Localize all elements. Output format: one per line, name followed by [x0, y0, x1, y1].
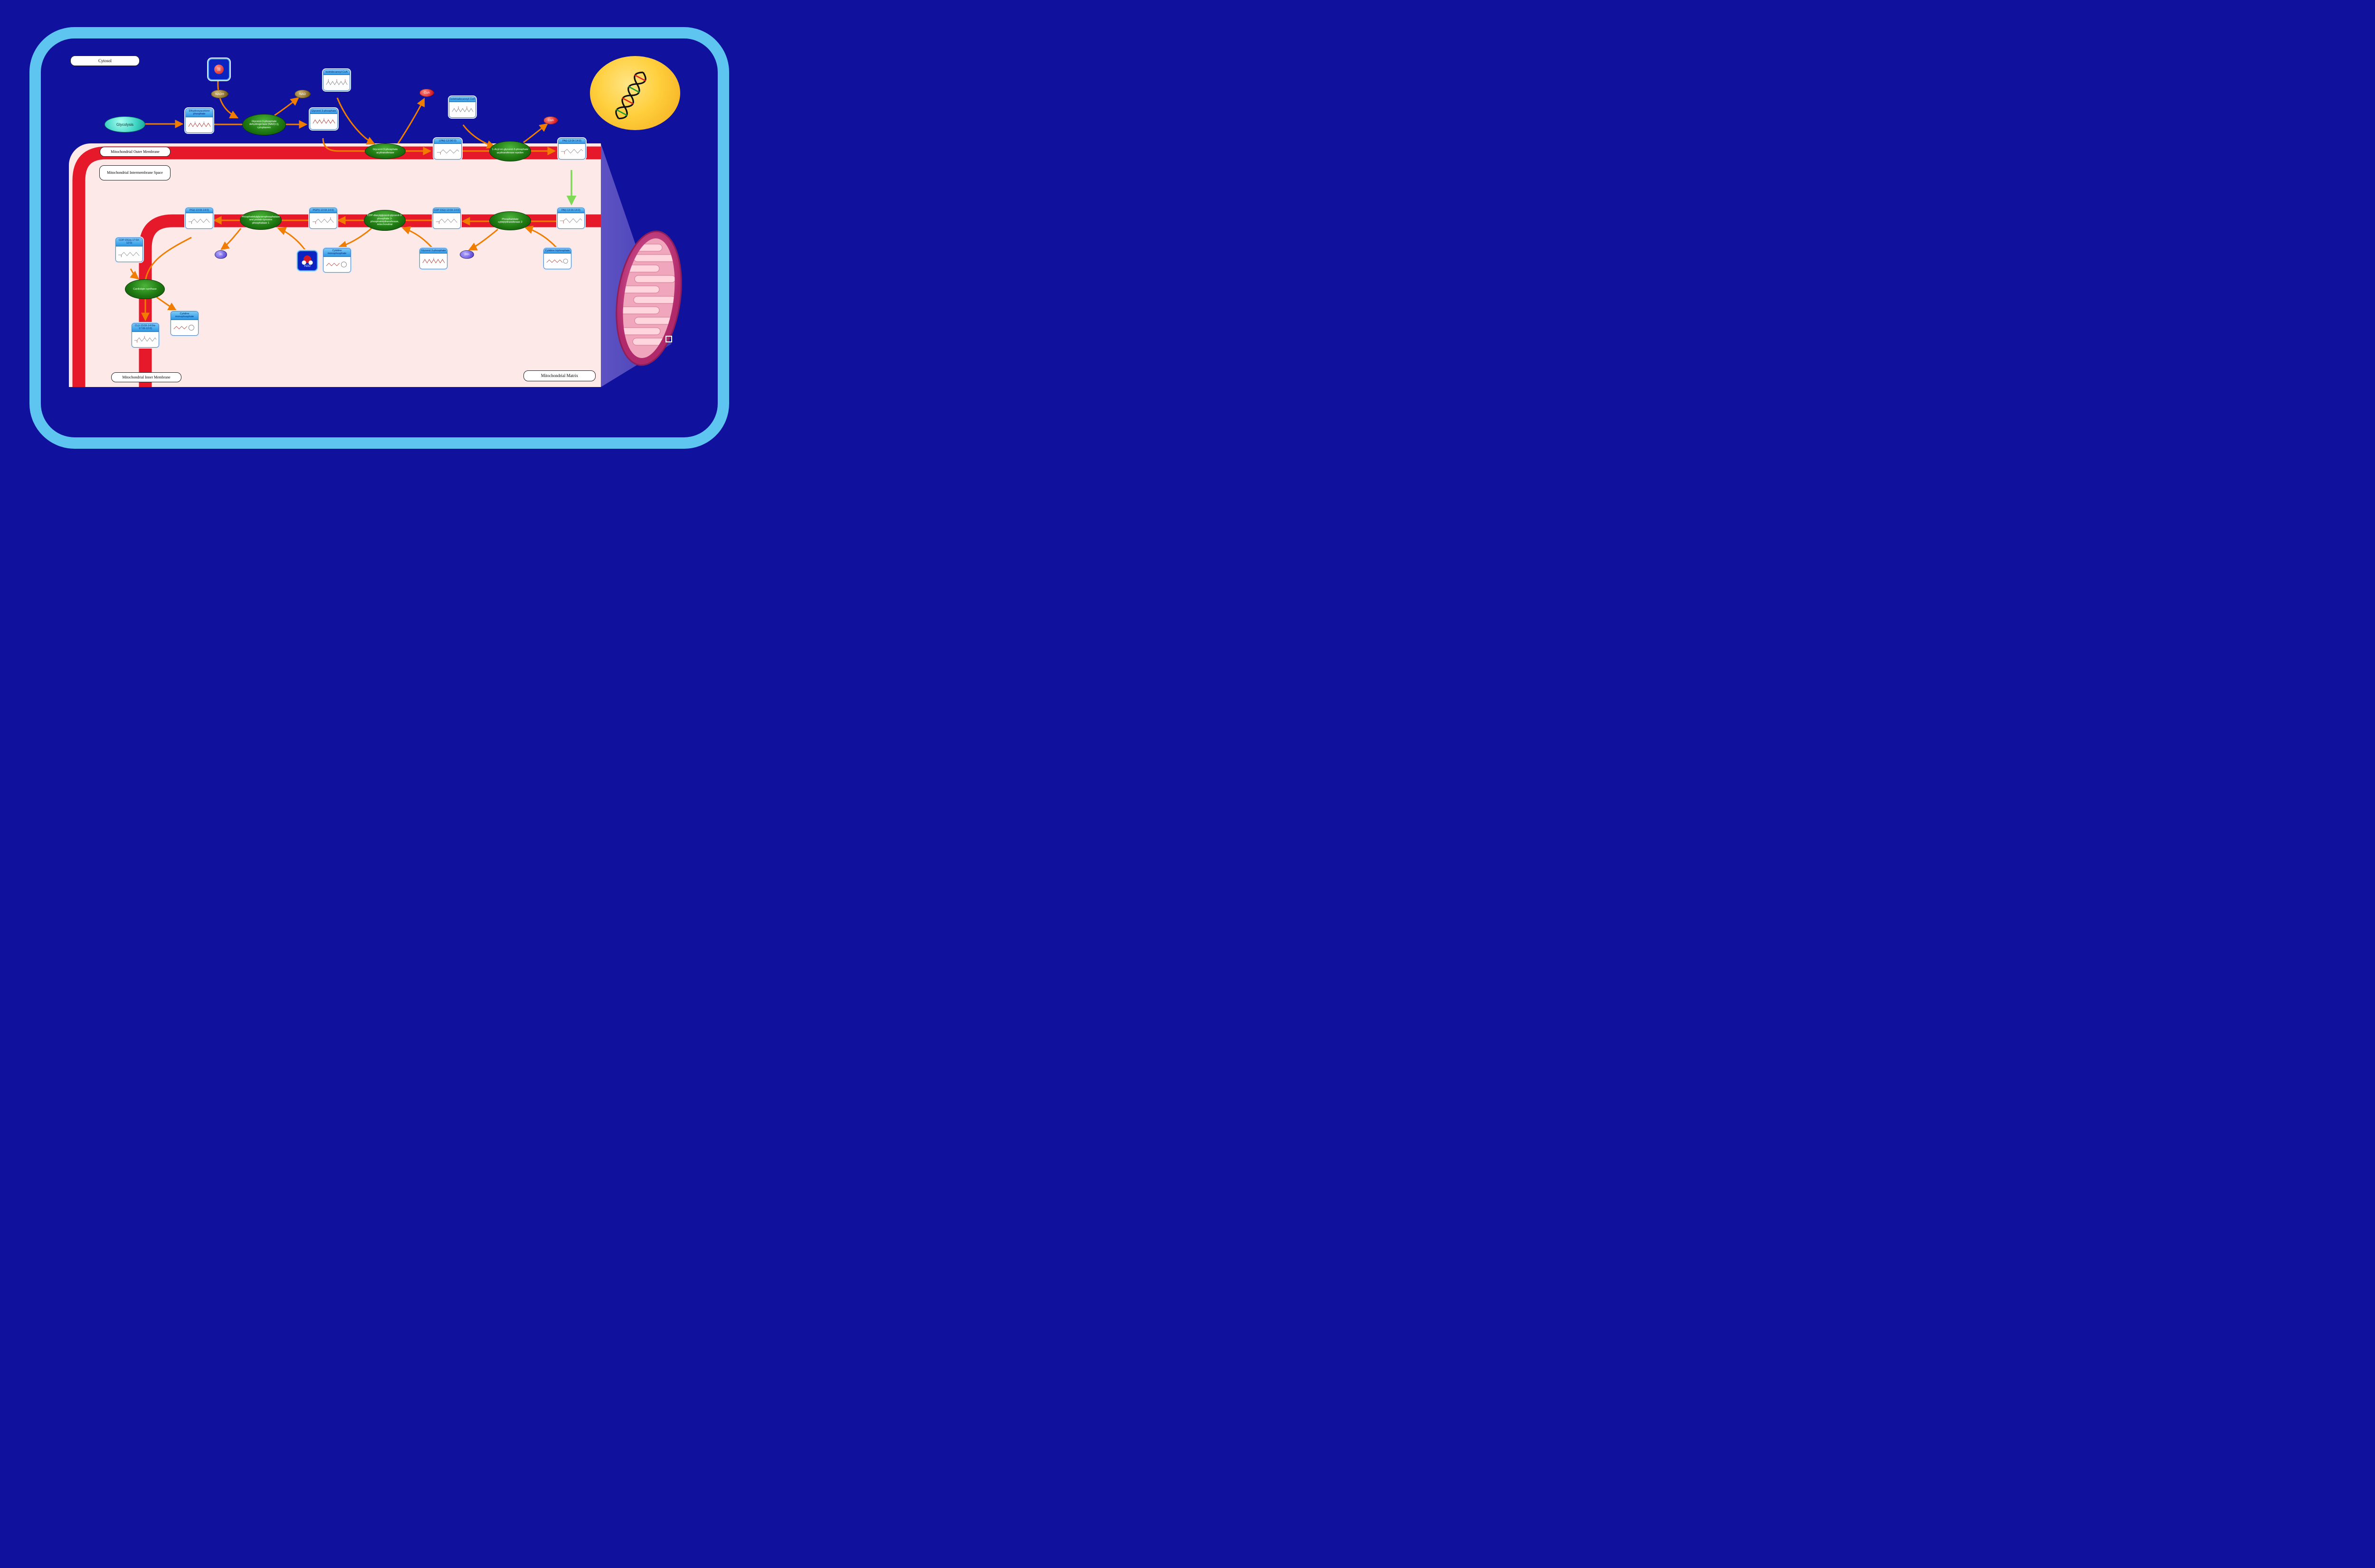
node-dihydroxyacetone-phosphate[interactable]: Dihydroxyacetone phosphate: [185, 108, 213, 133]
node-cytidine-monophosphate-1[interactable]: Cytidine monophosphate: [323, 248, 351, 273]
molecule-structure: [433, 213, 460, 229]
molecule-structure: [559, 144, 585, 160]
molecule-structure: [171, 320, 198, 335]
enzyme-cardiolipin-synthase[interactable]: Cardiolipin synthase: [125, 279, 165, 299]
node-lpa[interactable]: LPA(i-13:0/0:0): [434, 138, 462, 160]
molecule-structure: [420, 254, 447, 269]
molecule-structure: [132, 331, 159, 347]
metabolite-coa-1[interactable]: CoA: [419, 89, 434, 97]
molecule-structure: [310, 114, 337, 130]
pathway-canvas: Cytosol Mitochondrial Outer Membrane Mit…: [0, 0, 734, 449]
label-intermembrane-space: Mitochondrial Intermembrane Space: [99, 165, 171, 180]
molecule-structure: [449, 102, 475, 118]
node-glycolysis[interactable]: Glycolysis: [104, 116, 145, 132]
metabolite-nadh[interactable]: NADH: [211, 90, 228, 98]
node-glycerol-3-phosphate-cytosol[interactable]: Glycerol 3-phosphate: [310, 108, 338, 130]
node-cdp-dg-2[interactable]: CDP-DG(a-17:0/i-12:0): [115, 237, 143, 262]
node-cardiolipin[interactable]: CL(i-13:0/i-14:0/a-17:0/i-12:0): [132, 323, 159, 348]
water-molecule-icon: H2O: [302, 255, 313, 268]
node-pg[interactable]: PG(i-13:0/i-14:0): [185, 208, 213, 229]
node-cytidine-triphosphate[interactable]: Cytidine triphosphate: [543, 248, 571, 270]
node-isotridecanoyl-coa[interactable]: Isotridecanoyl-CoA: [323, 69, 350, 91]
metabolite-coa-2[interactable]: CoA: [543, 116, 558, 124]
molecule-structure: [558, 213, 584, 229]
node-h-ion[interactable]: H: [208, 58, 230, 80]
molecule-structure: [186, 213, 213, 229]
node-isotetradecanoyl-coa[interactable]: Isotetradecanoyl-CoA: [449, 96, 476, 118]
node-glycerol-3-phosphate-matrix[interactable]: Glycerol 3-phosphate: [419, 248, 447, 270]
inner-membrane-band: [139, 214, 601, 387]
molecule-structure: [434, 144, 461, 160]
node-pgp[interactable]: PGP(i-13:0/i-14:0): [309, 208, 337, 229]
enzyme-phosphatidate-cytidylyltransferase-2[interactable]: Phosphatidate cytidylyltransferase 2: [489, 211, 531, 230]
label-inner-membrane: Mitochondrial Inner Membrane: [111, 372, 181, 382]
enzyme-glycerol-3-phosphate-acyltransferase[interactable]: Glycerol-3-phosphate acyltransferase: [365, 143, 406, 159]
label-matrix: Mitochondrial Matrix: [523, 370, 596, 381]
node-cdp-dg-1[interactable]: CDP-DG(i-13:0/i-14:0): [433, 208, 461, 229]
label-cytosol: Cytosol: [70, 56, 140, 66]
h-ion-sphere: H: [214, 65, 224, 74]
molecule-structure: [186, 117, 213, 132]
molecule-structure: [116, 246, 142, 262]
metabolite-pi[interactable]: Pi: [215, 250, 227, 259]
molecule-structure: [310, 213, 337, 229]
enzyme-agpat-epsilon[interactable]: 1-Acyl-sn-glycerol-3-phosphate acyltrans…: [489, 141, 531, 161]
metabolite-nad[interactable]: NAD: [294, 90, 311, 98]
enzyme-cdp-dag-g3p-phosphatidyltransferase[interactable]: CDP-diacylglycerol-glycerol-3-phosphate …: [364, 210, 406, 231]
label-outer-membrane: Mitochondrial Outer Membrane: [100, 147, 171, 157]
nucleus: [590, 56, 680, 130]
node-h2o[interactable]: H2O: [297, 250, 318, 271]
molecule-structure: [323, 75, 350, 91]
node-cytidine-monophosphate-2[interactable]: Cytidine monophosphate: [171, 311, 199, 336]
molecule-structure: [544, 254, 571, 269]
enzyme-ptpmt1[interactable]: Phosphatidylglycerophosphatase and prote…: [240, 210, 282, 230]
metabolite-ppi[interactable]: PPi: [460, 250, 474, 259]
enzyme-glycerol-3-phosphate-dehydrogenase[interactable]: Glycerol-3-phosphate dehydrogenase [NAD(…: [242, 114, 286, 135]
h2o-label: H2O: [304, 264, 310, 268]
node-pa-outer[interactable]: PA(i-13:0/i-14:0): [558, 138, 586, 160]
mitochondrion-illustration: [616, 230, 682, 366]
molecule-structure: [323, 256, 351, 272]
node-pa-matrix[interactable]: PA(i-13:0/i-14:0): [557, 208, 585, 229]
dna-helix-icon: [615, 71, 646, 120]
